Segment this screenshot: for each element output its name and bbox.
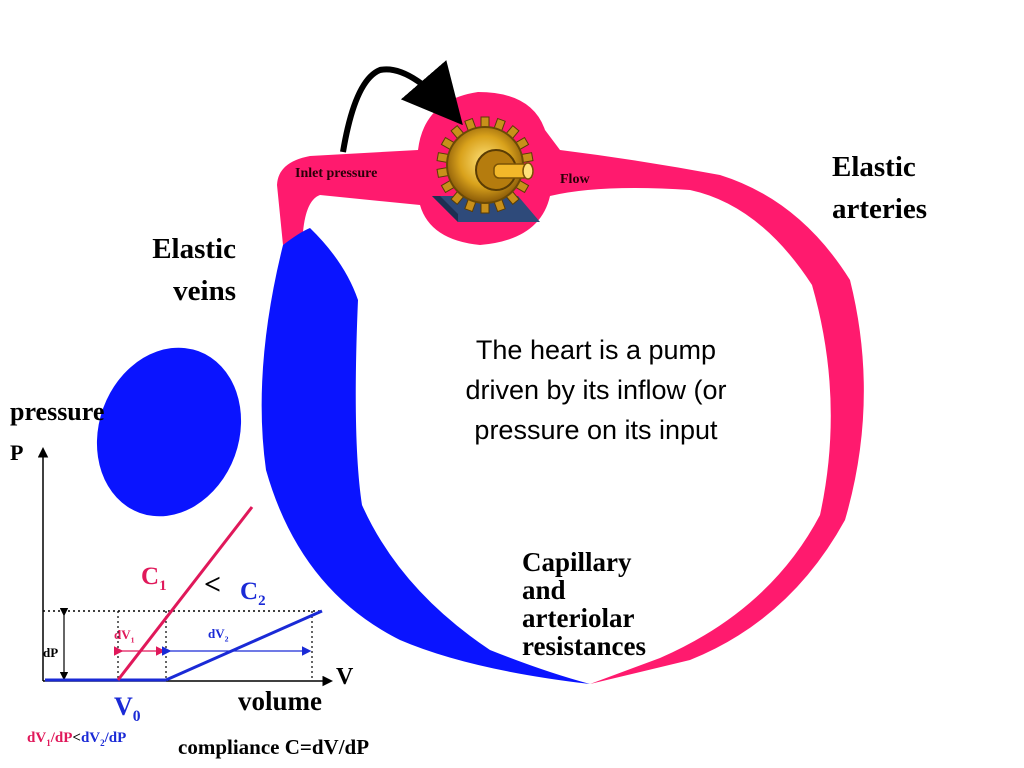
capillary-line1: Capillary <box>522 547 632 577</box>
vein-tube <box>261 228 590 684</box>
v0-base: V <box>114 692 133 721</box>
c2-line <box>165 609 323 682</box>
capillary-line3: arteriolar <box>522 603 635 633</box>
ratio-right-tail: /dP <box>104 730 127 746</box>
capillary-resistances-label: Capillary and arteriolar resistances <box>522 548 646 660</box>
inlet-arrow <box>340 60 463 153</box>
ratio-right-base: dV <box>80 730 101 746</box>
v0-sub: 0 <box>132 708 141 726</box>
capillary-line4: resistances <box>522 631 646 661</box>
y-axis-word: pressure <box>10 397 105 426</box>
dp-label: dP <box>43 645 59 660</box>
elastic-arteries-label: Elastic arteries <box>832 146 927 230</box>
ratio-left-sub: 1 <box>46 738 51 748</box>
c1-base: C <box>141 563 160 590</box>
elastic-arteries-line1: Elastic <box>832 151 916 183</box>
c2-sub: 2 <box>258 593 266 609</box>
c2-label: C2 <box>240 578 266 610</box>
ratio-right-sub: 2 <box>100 738 105 748</box>
flow-label: Flow <box>560 172 590 187</box>
x-axis-symbol: V <box>336 664 354 690</box>
heart-pump-note: The heart is a pump driven by its inflow… <box>465 335 727 445</box>
dv2-base: dV <box>208 626 225 641</box>
dv1-base: dV <box>114 627 131 642</box>
elastic-veins-label: Elastic veins <box>136 228 236 312</box>
elastic-arteries-line2: arteries <box>832 193 927 225</box>
c2-base: C <box>240 578 259 605</box>
dv1-sub: 1 <box>130 635 135 645</box>
pump-motor-icon <box>432 116 540 222</box>
ratio-left-tail: /dP <box>50 730 73 746</box>
elastic-veins-line2: veins <box>173 275 236 307</box>
c1-label: C1 <box>141 563 167 595</box>
compliance-less-than: < <box>204 568 222 601</box>
compliance-graph <box>37 447 333 687</box>
v0-label: V0 <box>114 692 141 726</box>
ratio-left-base: dV <box>27 730 47 746</box>
inlet-pressure-label: Inlet pressure <box>295 166 378 181</box>
dv2-label: dV2 <box>208 626 229 644</box>
compliance-formula: compliance C=dV/dP <box>178 735 370 759</box>
dv1-label: dV1 <box>114 627 135 645</box>
y-axis-symbol: P <box>10 440 24 465</box>
c1-line <box>116 506 254 681</box>
elastic-veins-line1: Elastic <box>152 233 236 265</box>
dv2-sub: 2 <box>224 634 229 644</box>
ratio-less-than: < <box>72 730 81 746</box>
capillary-line2: and <box>522 575 566 605</box>
c1-sub: 1 <box>159 578 167 594</box>
x-axis-word: volume <box>238 686 322 716</box>
compliance-ratio: dV1/dP<dV2/dP <box>27 730 126 748</box>
blue-reservoir-ellipse <box>96 347 242 517</box>
